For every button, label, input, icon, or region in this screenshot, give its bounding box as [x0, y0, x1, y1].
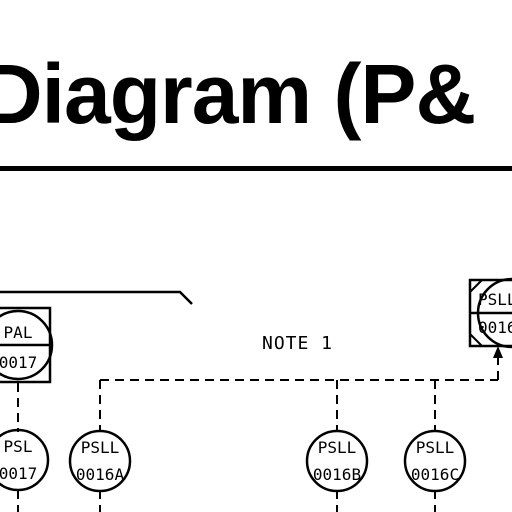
signal-arrow-icon — [493, 346, 503, 358]
instrument-pal-0017: PAL 0017 — [0, 306, 54, 384]
instrument-tag: PSLL — [478, 290, 512, 309]
instrument-tag: PSLL — [318, 438, 357, 457]
instrument-number: 0016C — [411, 465, 459, 484]
process-line — [0, 290, 193, 305]
instrument-psll-0016: PSLL 0016 — [468, 277, 512, 349]
title-underline — [0, 166, 512, 171]
instrument-tag: PSLL — [81, 438, 120, 457]
instrument-number: 0017 — [0, 464, 37, 483]
instrument-tag: PSL — [4, 437, 33, 456]
instrument-tag: PAL — [4, 323, 33, 342]
instrument-number: 0016A — [76, 465, 125, 484]
page-title: Diagram (P& — [0, 47, 476, 141]
instrument-number: 0017 — [0, 353, 37, 372]
instrument-tag: PSLL — [416, 438, 455, 457]
note-label: NOTE 1 — [262, 333, 333, 354]
instrument-number: 0016B — [313, 465, 361, 484]
signal-bus — [17, 356, 499, 512]
instrument-psll-0016b: PSLL 0016B — [305, 429, 369, 493]
instrument-psll-0016a: PSLL 0016A — [68, 429, 132, 493]
instrument-psl-0017: PSL 0017 — [0, 428, 50, 492]
instrument-psll-0016c: PSLL 0016C — [403, 429, 467, 493]
instrument-number: 0016 — [478, 318, 512, 337]
